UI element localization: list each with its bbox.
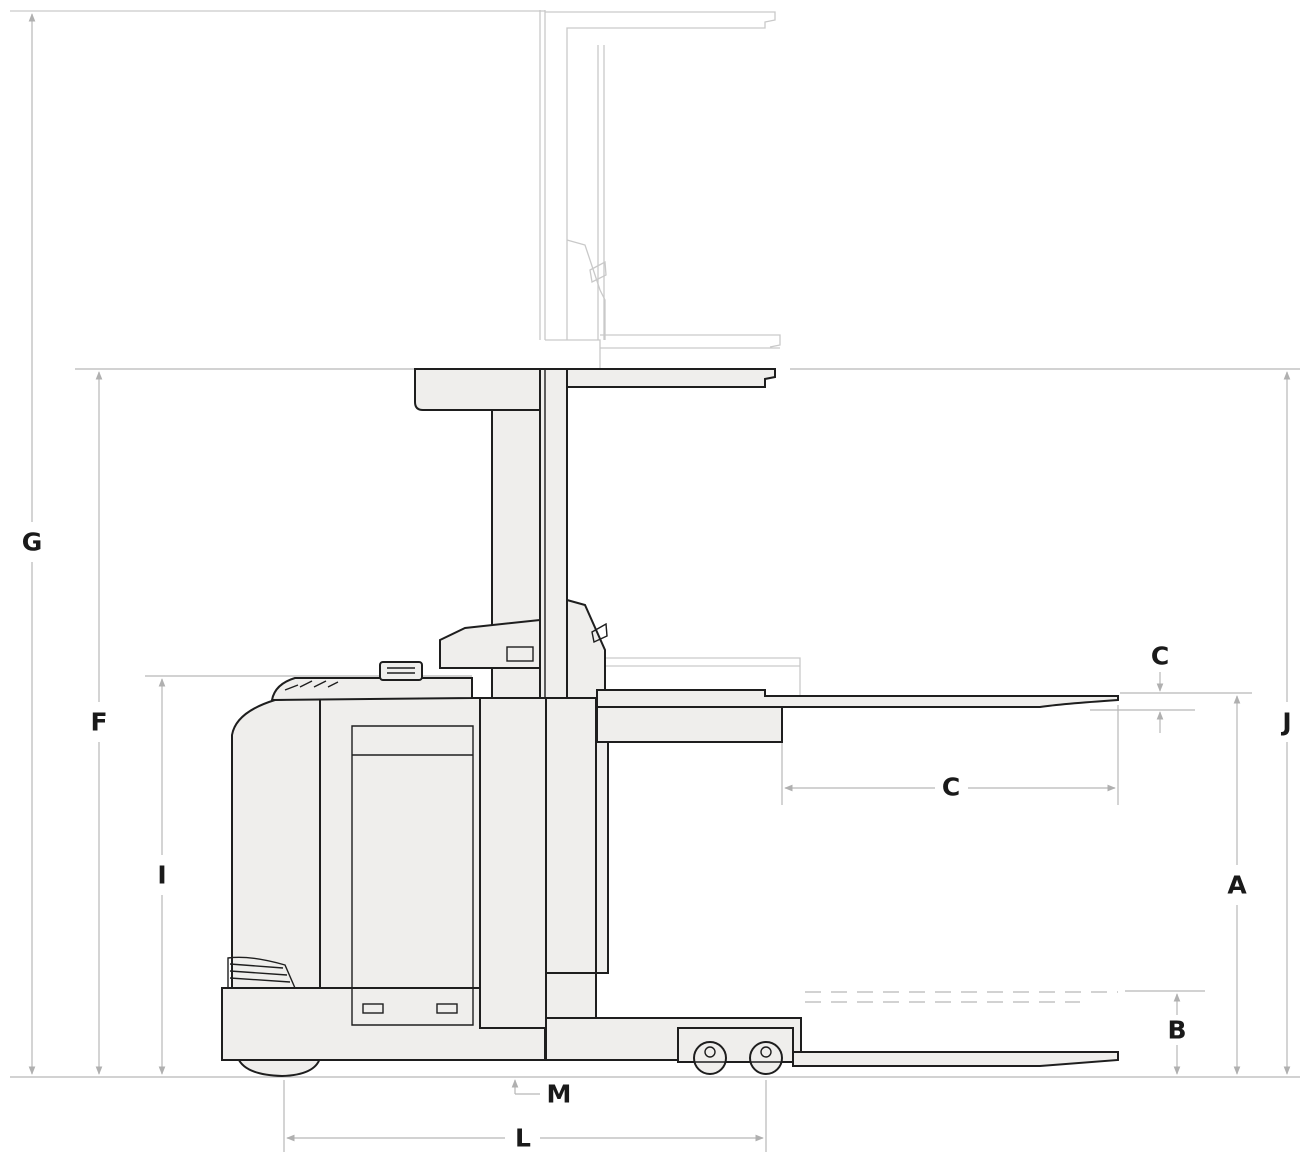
dimension-labels: G F I C C J A B M L xyxy=(22,528,1292,1153)
label-c-length: C xyxy=(942,773,960,802)
lower-fork xyxy=(792,1051,1119,1067)
raised-fork-ghost xyxy=(805,991,1118,1003)
overhead-guard xyxy=(414,368,541,411)
drive-wheel xyxy=(236,1057,322,1078)
body-front xyxy=(231,696,321,989)
load-wheel-2 xyxy=(749,1041,783,1075)
mast xyxy=(539,368,568,699)
label-j: J xyxy=(1280,708,1291,737)
battery-compartment xyxy=(319,697,481,989)
label-b: B xyxy=(1167,1016,1186,1045)
raised-mast-ghost xyxy=(10,10,801,695)
label-c-thickness: C xyxy=(1151,642,1169,671)
label-a: A xyxy=(1227,871,1247,900)
dimension-lines xyxy=(10,13,1300,1152)
platform-box xyxy=(596,706,783,743)
label-i: I xyxy=(157,861,166,890)
label-m: M xyxy=(547,1080,572,1109)
label-l: L xyxy=(515,1124,531,1153)
label-f: F xyxy=(90,708,107,737)
platform-forks xyxy=(596,689,1119,708)
load-wheel-1 xyxy=(693,1041,727,1075)
hood-top xyxy=(270,677,473,702)
order-picker-truck xyxy=(221,368,1119,1078)
label-g: G xyxy=(22,528,43,557)
